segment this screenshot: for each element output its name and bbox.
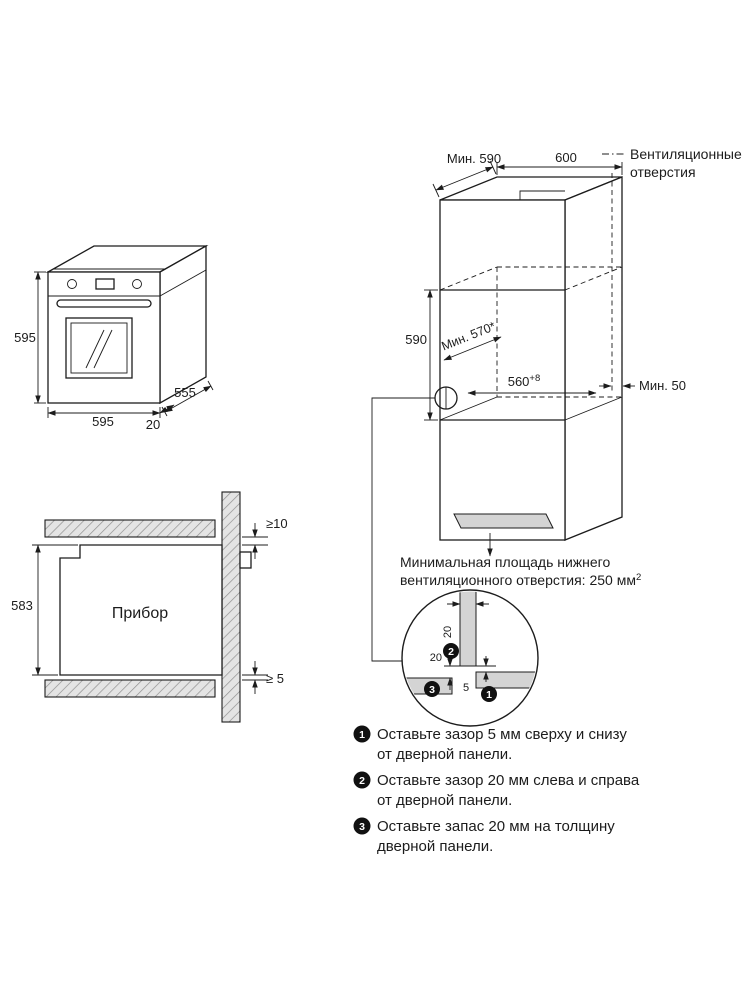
svg-text:3: 3 bbox=[359, 821, 365, 833]
door-thickness-label: 20 bbox=[442, 626, 454, 638]
oven-handle bbox=[56, 299, 152, 308]
door-panel-section bbox=[459, 591, 477, 667]
side-gap-dimension: 20 bbox=[430, 652, 462, 690]
side-gap-label: 20 bbox=[430, 652, 442, 664]
oven-door-depth-dimension: 20 bbox=[146, 404, 175, 432]
note-3-line1: Оставьте запас 20 мм на толщину bbox=[377, 818, 615, 835]
badge-circle bbox=[424, 681, 440, 697]
section-height-dimension: 583 bbox=[11, 544, 78, 676]
oven-depth-label: 555 bbox=[174, 385, 196, 400]
svg-text:1: 1 bbox=[359, 729, 365, 741]
oven-isometric-view: 595 595 555 20 bbox=[14, 244, 214, 432]
top-width-label: 600 bbox=[555, 150, 577, 165]
svg-text:1: 1 bbox=[486, 689, 492, 701]
detail-badge-1: 1 bbox=[481, 686, 497, 702]
detail-leader-line bbox=[371, 397, 435, 662]
cabinet-side-face bbox=[564, 176, 623, 541]
installation-notes: 1 Оставьте зазор 5 мм сверху и снизу от … bbox=[353, 725, 640, 855]
note-badge-2 bbox=[353, 771, 371, 789]
cabinet-front-face bbox=[439, 199, 566, 541]
note-item-3: 3 Оставьте запас 20 мм на толщину дверно… bbox=[353, 817, 615, 855]
oven-knob bbox=[67, 279, 77, 289]
gap-detail-view: 20 20 5 2 3 bbox=[401, 589, 539, 727]
note-badge-1 bbox=[353, 725, 371, 743]
niche-height-label: 590 bbox=[405, 332, 427, 347]
oven-door-depth-label: 20 bbox=[146, 417, 160, 432]
rear-gap-dimension: Мин. 50 bbox=[599, 378, 686, 393]
badge-circle bbox=[481, 686, 497, 702]
note-2-line1: Оставьте зазор 20 мм слева и справа bbox=[377, 772, 640, 789]
top-depth-label: Мин. 590 bbox=[447, 151, 501, 166]
section-bottom-panel bbox=[44, 679, 216, 698]
oven-width-label: 595 bbox=[92, 414, 114, 429]
glass-reflection bbox=[93, 329, 113, 369]
oven-height-label: 595 bbox=[14, 330, 36, 345]
section-front-frame bbox=[221, 491, 241, 723]
bottom-gap-dimension: 5 bbox=[463, 656, 496, 694]
door-thickness-dimension: 20 bbox=[442, 601, 489, 638]
vent-area-text-line2: вентиляционного отверстия: 250 мм2 bbox=[400, 572, 641, 588]
vent-holes-label-line2: отверстия bbox=[630, 164, 696, 180]
oven-side-face bbox=[159, 244, 207, 405]
section-top-gap-dimension: ≥10 bbox=[242, 516, 288, 559]
detail-contents: 20 20 5 2 3 bbox=[403, 591, 537, 702]
oven-height-dimension: 595 bbox=[14, 271, 46, 404]
rear-gap-label: Мин. 50 bbox=[639, 378, 686, 393]
note-1-line2: от дверной панели. bbox=[377, 746, 512, 763]
note-1-line1: Оставьте зазор 5 мм сверху и снизу bbox=[377, 726, 627, 743]
detail-badge-3: 3 bbox=[424, 681, 440, 697]
section-bottom-gap-dimension: ≥ 5 bbox=[242, 661, 284, 694]
badge-circle bbox=[443, 643, 459, 659]
cabinet-panel-right bbox=[475, 671, 537, 689]
svg-text:2: 2 bbox=[448, 646, 454, 658]
vent-holes-callout: Вентиляционные отверстия bbox=[602, 146, 742, 180]
note-item-1: 1 Оставьте зазор 5 мм сверху и снизу от … bbox=[353, 725, 627, 763]
note-2-line2: от дверной панели. bbox=[377, 792, 512, 809]
oven-door-window bbox=[65, 317, 133, 379]
section-height-label: 583 bbox=[11, 598, 33, 613]
niche-height-dimension: 590 bbox=[405, 289, 438, 421]
detail-badge-2: 2 bbox=[443, 643, 459, 659]
oven-knob bbox=[132, 279, 142, 289]
niche-width-label: 560+8 bbox=[508, 373, 541, 389]
note-item-2: 2 Оставьте зазор 20 мм слева и справа от… bbox=[353, 771, 640, 809]
cabinet-niche-view: Мин. 590 600 Вентиляционные отверстия Ми… bbox=[371, 146, 742, 662]
niche-hidden-edges bbox=[439, 266, 623, 398]
section-bottom-gap-label: ≥ 5 bbox=[266, 671, 284, 686]
niche-width-dimension: 560+8 bbox=[467, 373, 597, 396]
section-top-panel bbox=[44, 519, 216, 538]
cross-section-view: Прибор 583 ≥10 ≥ 5 bbox=[11, 491, 288, 723]
note-3-line2: дверной панели. bbox=[377, 838, 493, 855]
svg-text:3: 3 bbox=[429, 684, 435, 696]
top-depth-dimension: Мин. 590 bbox=[432, 151, 501, 198]
bottom-vent-slot bbox=[453, 513, 554, 529]
oven-display bbox=[95, 278, 115, 290]
appliance-outline bbox=[59, 544, 223, 676]
note-badge-3 bbox=[353, 817, 371, 835]
vent-area-text-line1: Минимальная площадь нижнего bbox=[400, 554, 610, 570]
cabinet-top-notch bbox=[519, 190, 565, 200]
section-top-gap-label: ≥10 bbox=[266, 516, 288, 531]
vent-holes-label-line1: Вентиляционные bbox=[630, 146, 742, 162]
top-width-dimension: 600 bbox=[496, 150, 623, 175]
oven-width-dimension: 595 bbox=[47, 407, 161, 429]
glass-reflection bbox=[85, 329, 105, 369]
bottom-gap-label: 5 bbox=[463, 682, 469, 694]
appliance-label: Прибор bbox=[112, 605, 168, 622]
appliance-door-tab bbox=[239, 551, 252, 569]
svg-text:2: 2 bbox=[359, 775, 365, 787]
